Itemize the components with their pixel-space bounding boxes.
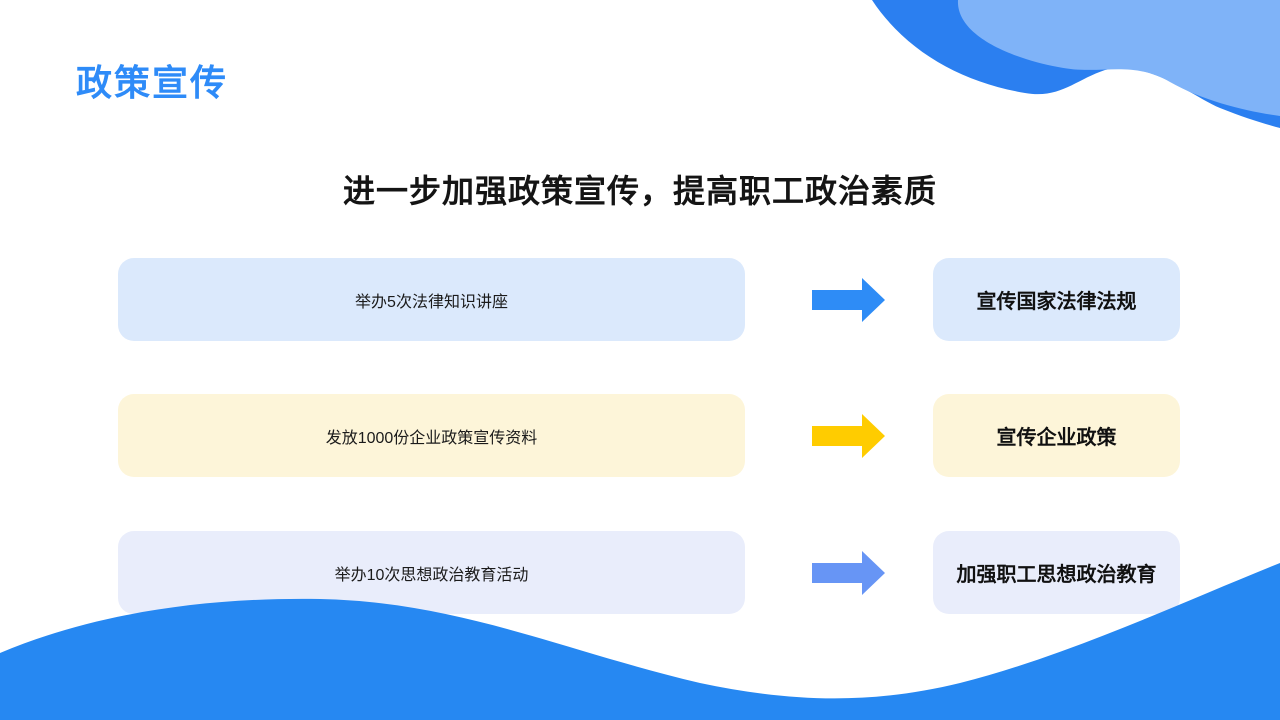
arrow-shape [812,277,885,322]
blob-dark-shape [872,0,1280,128]
result-box: 宣传企业政策 [933,394,1180,477]
arrow-shape [812,550,885,595]
slide-title: 政策宣传 [76,62,229,103]
result-box: 加强职工思想政治教育 [933,531,1180,614]
result-label: 加强职工思想政治教育 [956,564,1157,586]
blob-svg [872,0,1280,128]
source-label: 举办10次思想政治教育活动 [334,566,529,584]
source-label: 发放1000份企业政策宣传资料 [325,429,538,447]
flow-row-policy: 发放1000份企业政策宣传资料 宣传企业政策 [0,394,1280,477]
result-label: 宣传企业政策 [996,427,1117,449]
main-heading: 进一步加强政策宣传，提高职工政治素质 [342,173,937,209]
right-arrow-icon [812,277,885,322]
arrow-shape [812,413,885,458]
flow-row-education: 举办10次思想政治教育活动 加强职工思想政治教育 [0,531,1280,614]
right-arrow-icon [812,550,885,595]
blob-light-shape [957,0,1280,116]
source-box: 举办5次法律知识讲座 [118,258,745,341]
flow-row-legal: 举办5次法律知识讲座 宣传国家法律法规 [0,258,1280,341]
source-box: 举办10次思想政治教育活动 [118,531,745,614]
source-label: 举办5次法律知识讲座 [355,293,508,311]
right-arrow-icon [812,413,885,458]
result-label: 宣传国家法律法规 [976,291,1137,313]
top-right-blob-decoration [860,0,1280,135]
result-box: 宣传国家法律法规 [933,258,1180,341]
source-box: 发放1000份企业政策宣传资料 [118,394,745,477]
